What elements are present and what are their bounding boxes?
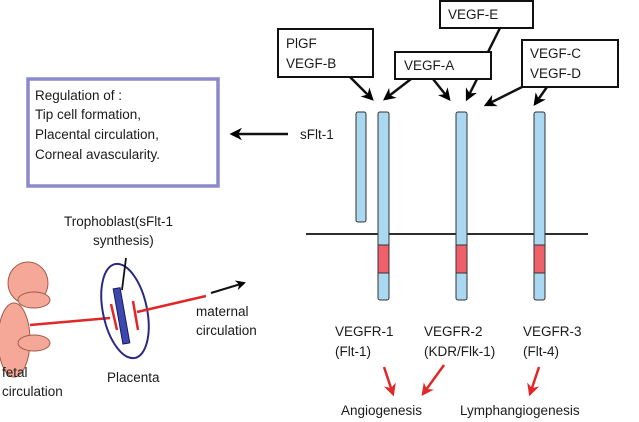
trophoblast-label: Trophoblast(sFlt-1 (64, 214, 173, 229)
vegfe-connector (486, 27, 502, 53)
vegfr1-receptor (377, 111, 390, 301)
regulation-line: Placental circulation, (35, 127, 159, 142)
ligand-vegfd: VEGF-D (530, 66, 581, 81)
ligand-plgf: PlGF (286, 36, 317, 51)
arrow-vegfc-to-vegfr2 (483, 85, 523, 107)
arrow-vegfa-to-vegfr2 (432, 78, 451, 101)
fetal-barrier-bar (109, 303, 119, 331)
ligand-box-vegfc-vegfd: VEGF-C VEGF-D (521, 39, 619, 88)
arrow-vegfr3-to-lymphangiogenesis (527, 366, 541, 397)
vegfr2-alias: (KDR/Flk-1) (424, 344, 495, 359)
fetus-arm (17, 291, 51, 309)
ligand-vegfe: VEGF-E (448, 7, 498, 22)
vegfr1-kinase-domain (377, 244, 390, 274)
vegfr3-receptor (533, 111, 546, 301)
sflt1-label: sFlt-1 (300, 127, 334, 142)
placenta-label: Placenta (107, 370, 160, 385)
vegfr3-alias: (Flt-4) (523, 344, 559, 359)
trophoblast-bar (112, 287, 131, 345)
regulation-box: Regulation of : Tip cell formation, Plac… (26, 77, 220, 188)
vegfr2-kinase-domain (455, 244, 468, 274)
fetus-figure (0, 261, 51, 378)
vegfr2-label: VEGFR-2 (424, 324, 483, 339)
vegfr3-label: VEGFR-3 (523, 324, 582, 339)
ligand-vegfc: VEGF-C (530, 46, 581, 61)
ligand-box-vegfe: VEGF-E (439, 0, 534, 29)
regulation-line: Tip cell formation, (35, 107, 141, 122)
angiogenesis-label: Angiogenesis (341, 403, 422, 418)
ligand-vegfa: VEGF-A (404, 58, 454, 73)
maternal-label: circulation (196, 323, 257, 338)
sflt1-receptor (355, 111, 367, 223)
ligand-arrows (349, 76, 549, 107)
trophoblast-label: synthesis) (93, 233, 154, 248)
regulation-line: Corneal avascularity. (35, 147, 160, 162)
ligand-box-vegfa: VEGF-A (394, 51, 492, 80)
fetus-leg (17, 334, 51, 352)
lymphangiogenesis-label: Lymphangiogenesis (460, 403, 580, 418)
maternal-arrow (210, 280, 246, 294)
maternal-label: maternal (196, 304, 249, 319)
arrow-vegfr2-to-angiogenesis (421, 364, 446, 397)
vegfr1-alias: (Flt-1) (335, 344, 371, 359)
vegfr2-receptor (455, 111, 468, 301)
ligand-vegfb: VEGF-B (286, 56, 336, 71)
fetal-label: fetal (2, 365, 28, 380)
ligand-box-plgf-vegfb: PlGF VEGF-B (277, 28, 374, 78)
maternal-barrier-bar (131, 300, 140, 331)
maternal-circulation-line (136, 294, 207, 314)
arrow-plgf-to-vegfr1 (349, 76, 374, 101)
arrow-vegfe-to-vegfr2 (465, 78, 479, 102)
arrow-vegfa-to-vegfr1 (383, 78, 412, 101)
placenta-outline (100, 262, 150, 360)
arrow-vegfc-to-vegfr3 (533, 86, 549, 107)
outcome-arrows (382, 364, 541, 397)
arrow-vegfr1-to-angiogenesis (382, 366, 396, 397)
vegfr3-kinase-domain (533, 244, 546, 274)
fetal-label: circulation (2, 384, 63, 399)
fetal-circulation-line (29, 316, 111, 327)
regulation-line: Regulation of : (35, 88, 122, 103)
trophoblast-pointer (121, 257, 127, 291)
vegfr1-label: VEGFR-1 (335, 324, 394, 339)
